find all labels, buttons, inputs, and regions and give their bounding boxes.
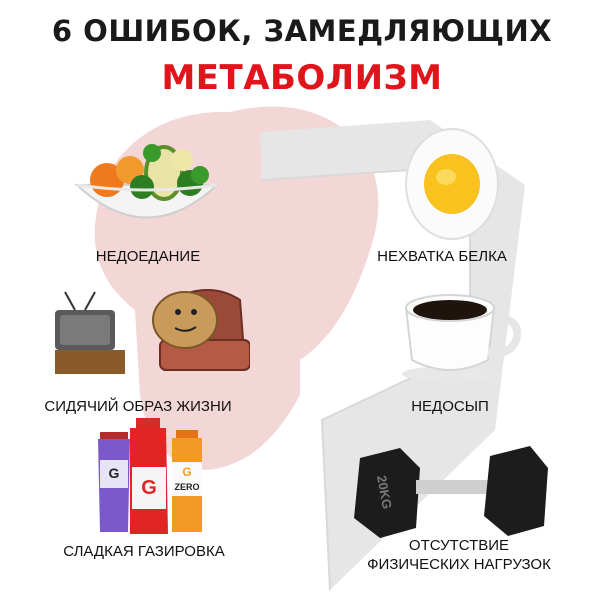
grey-shield: [260, 120, 525, 590]
title-line-1: 6 ОШИБОК, ЗАМЕДЛЯЮЩИХ: [51, 14, 553, 48]
bottle2-logo: G: [141, 477, 157, 499]
sports-drinks-icon: G G G ZERO: [98, 418, 202, 534]
bottle3-zero: ZERO: [174, 482, 199, 492]
label-sleep: НЕДОСЫП: [411, 398, 489, 415]
vegetable-bowl-icon: [74, 144, 220, 219]
label-activity-line-2: ФИЗИЧЕСКИХ НАГРУЗОК: [367, 556, 551, 573]
bottle3-logo: G: [182, 465, 191, 479]
label-protein: НЕХВАТКА БЕЛКА: [377, 248, 507, 265]
bottle1-logo: G: [109, 465, 120, 481]
coffee-cup-icon: [402, 294, 521, 382]
label-soda: СЛАДКАЯ ГАЗИРОВКА: [63, 543, 225, 560]
label-activity-line-1: ОТСУТСТВИЕ: [408, 537, 510, 554]
dumbbell-icon: 20KG: [354, 446, 548, 538]
label-sedentary: СИДЯЧИЙ ОБРАЗ ЖИЗНИ: [44, 398, 232, 415]
dumbbell-weight: 20KG: [374, 474, 395, 510]
title-line-2: МЕТАБОЛИЗМ: [161, 58, 443, 98]
couch-potato-icon: [55, 289, 250, 374]
boiled-egg-icon: [405, 128, 499, 240]
label-undereating: НЕДОЕДАНИЕ: [95, 248, 201, 265]
